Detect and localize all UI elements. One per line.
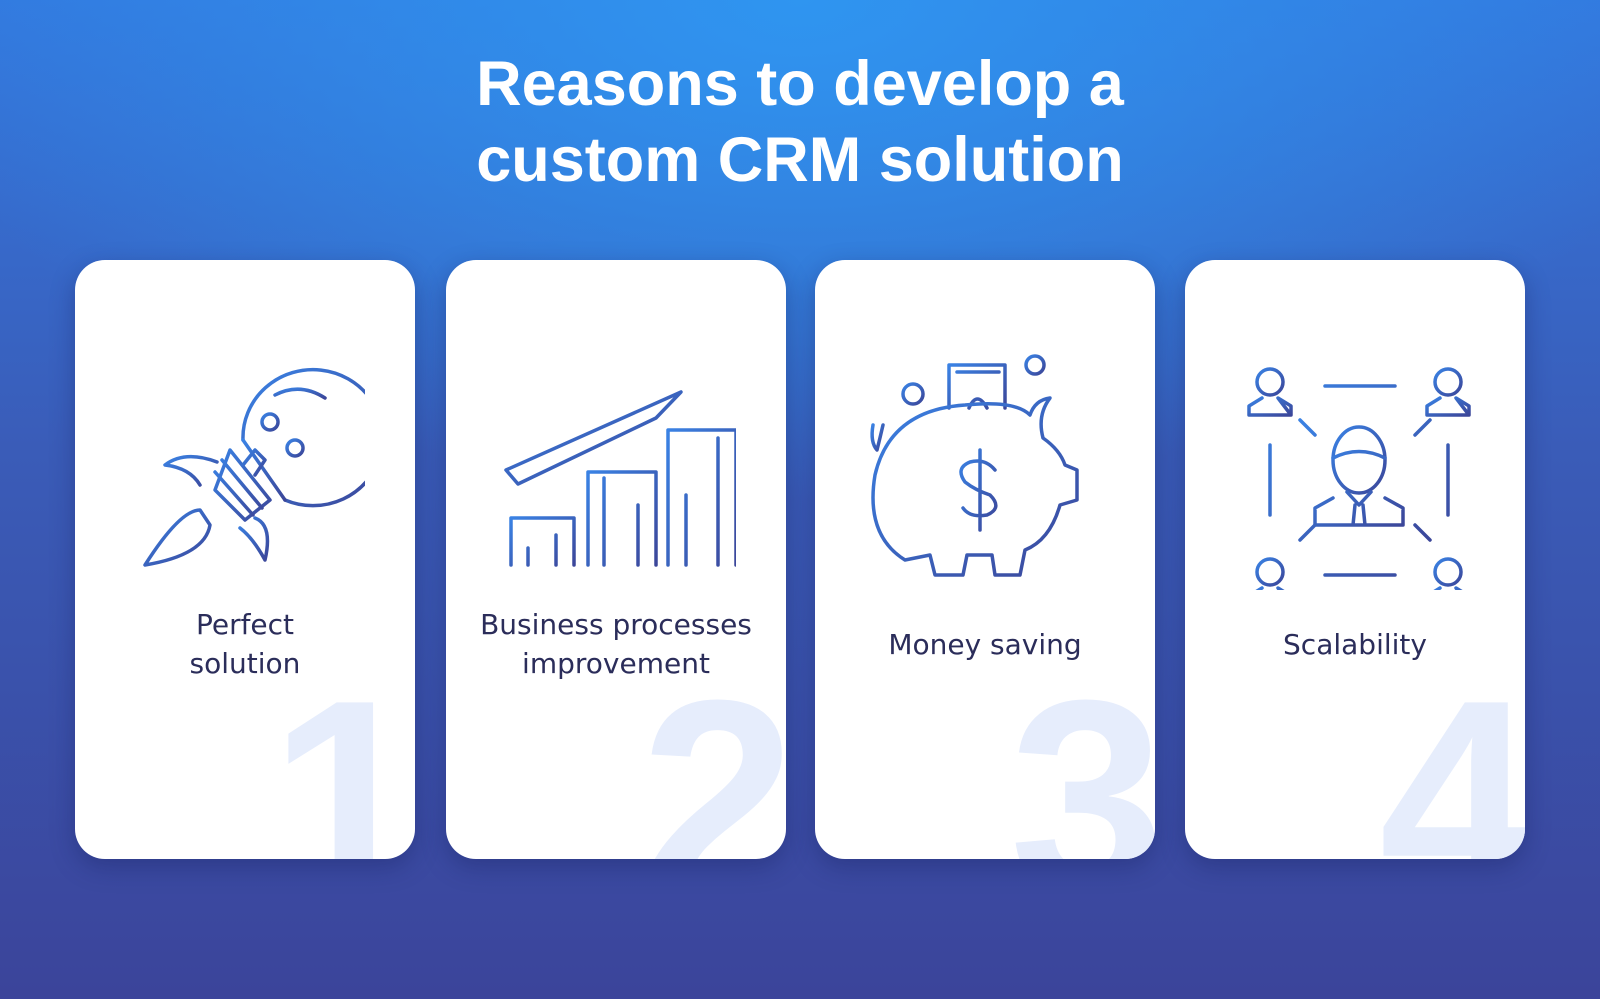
title-line-2: custom CRM solution — [476, 125, 1124, 195]
card-scalability: 4 Scalability — [1185, 260, 1525, 859]
label-line: Scalability — [1283, 628, 1427, 661]
card-number: 2 — [640, 699, 786, 859]
lightbulb-rocket-icon — [143, 367, 365, 567]
team-network-icon — [1247, 367, 1471, 590]
label-line: Money saving — [888, 628, 1082, 661]
growth-chart-icon — [504, 390, 736, 567]
card-label: Perfect solution — [75, 605, 415, 683]
card-label: Money saving — [815, 625, 1155, 664]
label-line: improvement — [522, 647, 710, 680]
piggy-bank-icon — [870, 354, 1079, 577]
page-title: Reasons to develop a custom CRM solution — [0, 46, 1600, 198]
label-line: solution — [189, 647, 301, 680]
card-label: Scalability — [1185, 625, 1525, 664]
card-money-saving: 3 Money saving — [815, 260, 1155, 859]
card-number: 3 — [1009, 699, 1155, 859]
title-line-1: Reasons to develop a — [476, 49, 1124, 119]
card-business-processes: 2 Business processes improvement — [446, 260, 786, 859]
card-number: 1 — [269, 699, 415, 859]
label-line: Business processes — [480, 608, 752, 641]
card-perfect-solution: 1 Perfect solution — [75, 260, 415, 859]
label-line: Perfect — [195, 608, 295, 641]
card-number: 4 — [1379, 699, 1525, 859]
card-label: Business processes improvement — [446, 605, 786, 683]
